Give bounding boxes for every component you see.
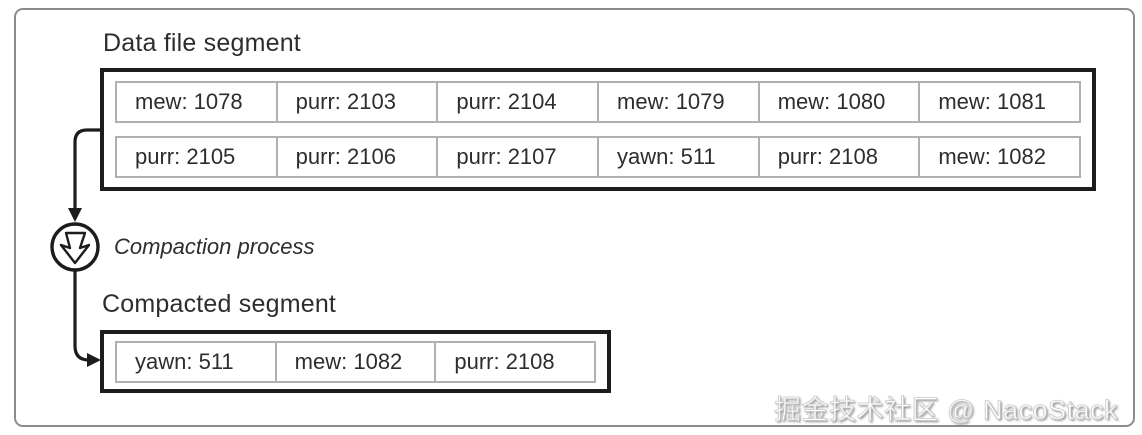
data-file-segment-title: Data file segment — [103, 29, 301, 57]
record-cell: purr: 2103 — [277, 81, 439, 123]
record-cell: yawn: 511 — [599, 136, 760, 178]
record-cell: purr: 2108 — [759, 136, 921, 178]
compacted-segment-box: yawn: 511 mew: 1082 purr: 2108 — [100, 330, 611, 393]
record-row: yawn: 511 mew: 1082 purr: 2108 — [115, 340, 597, 383]
record-cell: purr: 2104 — [438, 81, 600, 123]
record-cell: mew: 1080 — [759, 81, 921, 123]
record-cell: yawn: 511 — [115, 340, 277, 383]
record-cell: purr: 2107 — [438, 136, 600, 178]
compaction-process-label: Compaction process — [114, 234, 315, 259]
watermark: 掘金技术社区 @ NacoStack — [774, 395, 1118, 426]
record-cell: purr: 2106 — [277, 136, 439, 178]
data-file-segment-box: mew: 1078 purr: 2103 purr: 2104 mew: 107… — [100, 68, 1096, 191]
record-cell: mew: 1078 — [115, 81, 278, 123]
record-row: purr: 2105 purr: 2106 purr: 2107 yawn: 5… — [115, 136, 1082, 178]
record-cell: purr: 2105 — [115, 136, 278, 178]
record-cell: mew: 1082 — [920, 136, 1082, 178]
record-cell: mew: 1081 — [920, 81, 1082, 123]
record-row: mew: 1078 purr: 2103 purr: 2104 mew: 107… — [115, 81, 1082, 123]
compacted-segment-title: Compacted segment — [102, 290, 337, 318]
record-cell: mew: 1079 — [599, 81, 760, 123]
record-cell: mew: 1082 — [276, 340, 437, 383]
record-cell: purr: 2108 — [436, 340, 597, 383]
